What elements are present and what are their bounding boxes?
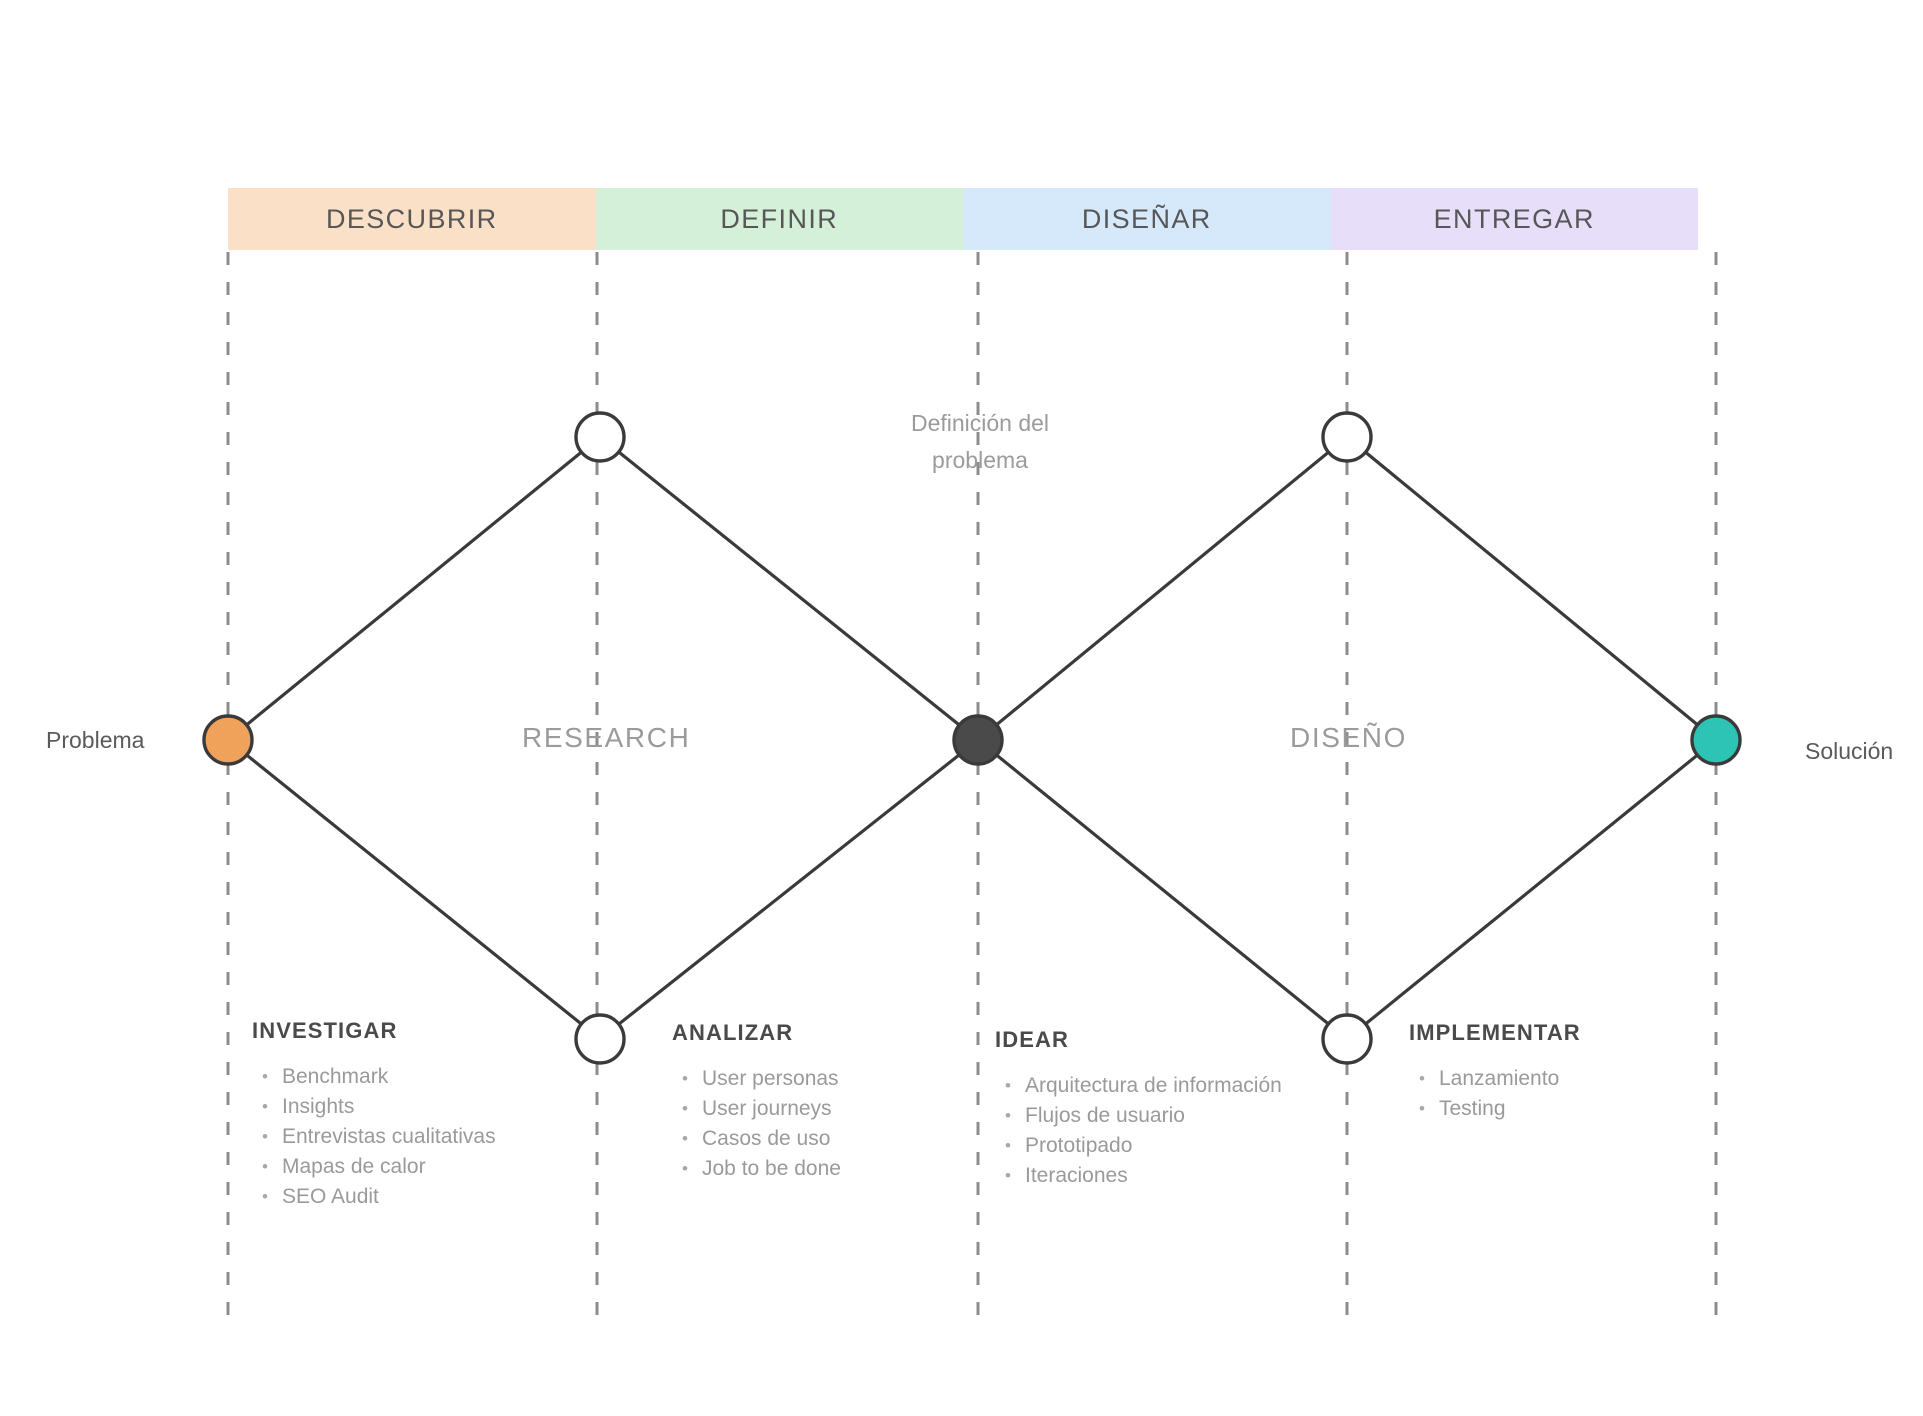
list-item: Entrevistas cualitativas <box>262 1122 496 1152</box>
step-list-idear: Arquitectura de informaciónFlujos de usu… <box>995 1071 1282 1191</box>
node-pivot <box>952 714 1004 766</box>
center-note-line-2: problema <box>932 447 1028 473</box>
list-item: Iteraciones <box>1005 1161 1282 1191</box>
list-item: Lanzamiento <box>1419 1064 1581 1094</box>
edge-design-upper <box>976 435 1349 742</box>
step-block-analizar: ANALIZAR User personasUser journeysCasos… <box>672 1020 841 1184</box>
phase-cell-disenar[interactable]: DISEÑAR <box>963 188 1331 250</box>
list-item: Prototipado <box>1005 1131 1282 1161</box>
list-item: Flujos de usuario <box>1005 1101 1282 1131</box>
problem-endpoint-label: Problema <box>46 727 145 753</box>
list-item: Arquitectura de información <box>1005 1071 1282 1101</box>
list-item: Insights <box>262 1092 496 1122</box>
edge-deliver-upper <box>1345 435 1718 742</box>
phase-label-disenar: DISEÑAR <box>1081 203 1212 234</box>
phase-label-definir: DEFINIR <box>720 203 839 234</box>
list-item: User journeys <box>682 1094 841 1124</box>
node-solution <box>1690 714 1742 766</box>
edge-design-lower <box>976 738 1349 1041</box>
node-problem <box>202 714 254 766</box>
step-block-investigar: INVESTIGAR BenchmarkInsightsEntrevistas … <box>252 1018 496 1212</box>
step-title-implementar: IMPLEMENTAR <box>1409 1020 1581 1045</box>
step-list-analizar: User personasUser journeysCasos de usoJo… <box>672 1064 841 1184</box>
list-item: Casos de uso <box>682 1124 841 1154</box>
diamond-research-outline <box>226 435 980 1041</box>
phase-cell-descubrir[interactable]: DESCUBRIR <box>228 188 596 250</box>
edge-discover-lower <box>226 738 602 1041</box>
solution-endpoint-label: Solución <box>1805 738 1894 764</box>
phase-cell-entregar[interactable]: ENTREGAR <box>1330 188 1698 250</box>
step-list-investigar: BenchmarkInsightsEntrevistas cualitativa… <box>252 1062 496 1212</box>
node-diverge-design <box>1321 411 1373 463</box>
phase-cell-definir[interactable]: DEFINIR <box>595 188 963 250</box>
step-title-investigar: INVESTIGAR <box>252 1018 398 1043</box>
list-item: Benchmark <box>262 1062 496 1092</box>
edge-discover-upper <box>226 435 602 742</box>
diamond-caption-diseno: DISEÑO <box>1290 722 1407 753</box>
node-converge-analyze <box>574 1013 626 1065</box>
list-item: Job to be done <box>682 1154 841 1184</box>
step-title-idear: IDEAR <box>995 1027 1069 1052</box>
list-item: User personas <box>682 1064 841 1094</box>
diamond-caption-research: RESEARCH <box>522 722 691 753</box>
diamond-design-outline <box>976 435 1718 1041</box>
step-title-analizar: ANALIZAR <box>672 1020 794 1045</box>
edge-deliver-lower <box>1345 738 1718 1041</box>
node-diverge-discover <box>574 411 626 463</box>
step-block-idear: IDEAR Arquitectura de informaciónFlujos … <box>995 1027 1282 1191</box>
center-note-line-1: Definición del <box>910 410 1050 436</box>
list-item: Testing <box>1419 1094 1581 1124</box>
edge-define-upper <box>598 435 980 742</box>
phase-header-bar: DESCUBRIR DEFINIR DISEÑAR ENTREGAR <box>228 188 1698 250</box>
node-converge-deliver <box>1321 1013 1373 1065</box>
center-note-problem-definition: Definición del problema <box>845 405 1115 479</box>
edge-define-lower <box>599 738 979 1041</box>
list-item: Mapas de calor <box>262 1152 496 1182</box>
phase-label-descubrir: DESCUBRIR <box>325 203 498 234</box>
step-list-implementar: LanzamientoTesting <box>1409 1064 1581 1124</box>
step-block-implementar: IMPLEMENTAR LanzamientoTesting <box>1409 1020 1581 1124</box>
list-item: SEO Audit <box>262 1182 496 1212</box>
phase-label-entregar: ENTREGAR <box>1433 203 1595 234</box>
